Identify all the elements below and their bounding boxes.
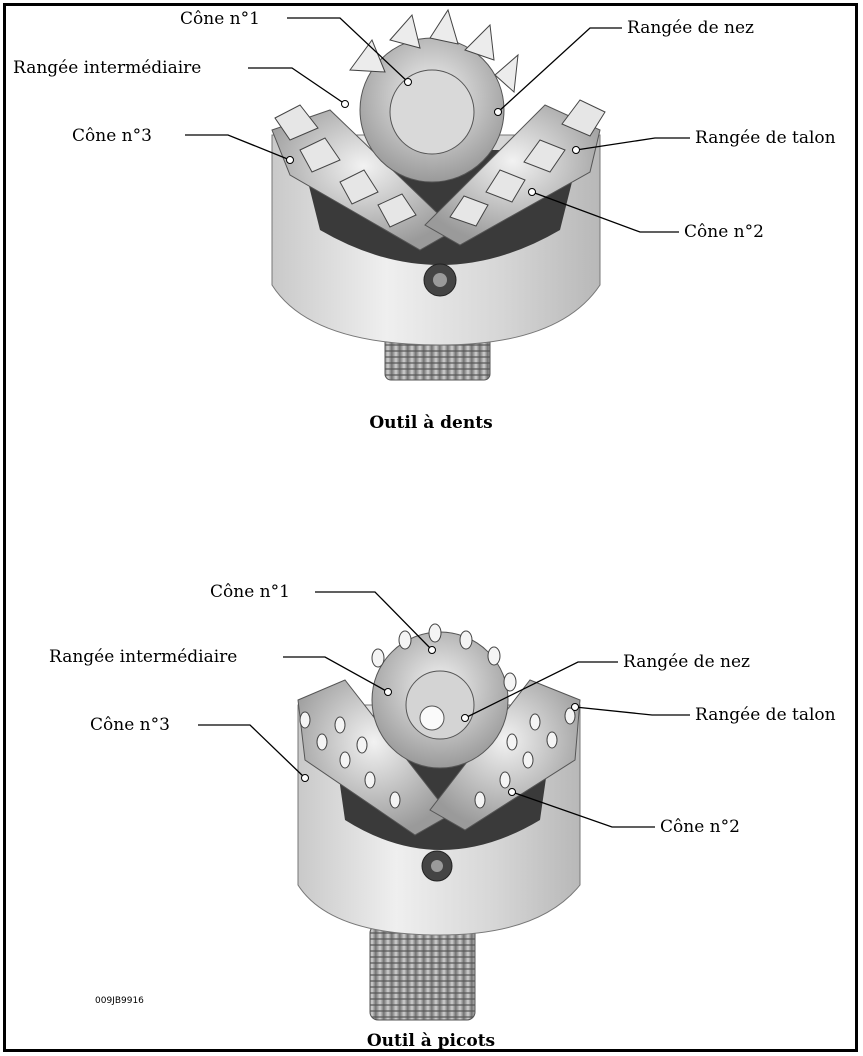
- bottom-label-heel-row: Rangée de talon: [695, 705, 836, 725]
- top-label-cone2: Cône n°2: [684, 222, 764, 242]
- milled-tooth-bit-image: [272, 10, 605, 380]
- bottom-label-middle-row: Rangée intermédiaire: [49, 647, 237, 667]
- top-caption: Outil à dents: [369, 413, 492, 433]
- bottom-label-cone2: Cône n°2: [660, 817, 740, 837]
- reference-code: 009JB9916: [95, 996, 144, 1006]
- top-label-cone3: Cône n°3: [72, 126, 152, 146]
- top-label-nose-row: Rangée de nez: [627, 18, 754, 38]
- bottom-label-nose-row: Rangée de nez: [623, 652, 750, 672]
- bottom-label-cone3: Cône n°3: [90, 715, 170, 735]
- bottom-caption: Outil à picots: [367, 1031, 495, 1051]
- top-label-middle-row: Rangée intermédiaire: [13, 58, 201, 78]
- insert-bit-image: [298, 624, 580, 1020]
- top-label-cone1: Cône n°1: [180, 9, 260, 29]
- top-label-heel-row: Rangée de talon: [695, 128, 836, 148]
- bottom-label-cone1: Cône n°1: [210, 582, 290, 602]
